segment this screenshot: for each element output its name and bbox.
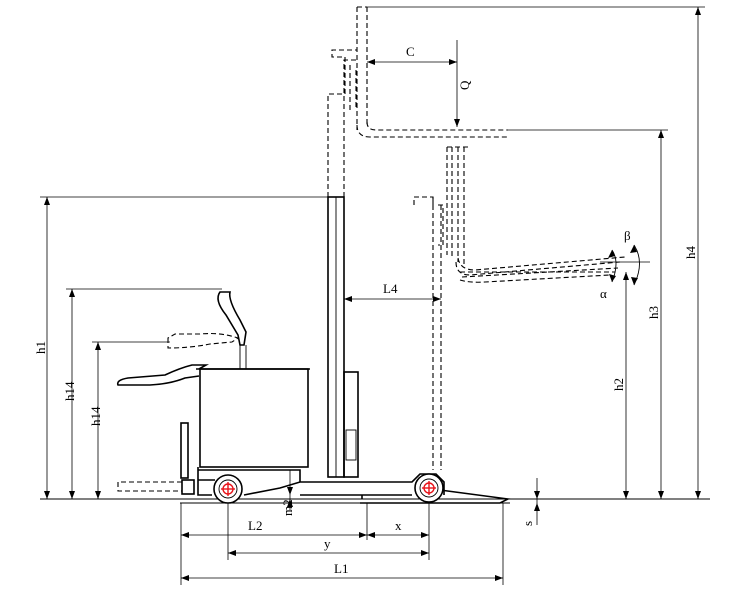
dimension-h2: h2 (611, 272, 629, 499)
mast-middle (413, 146, 468, 470)
L2-label: L2 (248, 518, 262, 533)
mast-raised (327, 6, 508, 197)
s-label: s (520, 521, 535, 526)
h2-label: h2 (611, 378, 626, 391)
dimension-m2: m2 (280, 470, 295, 516)
C-label: C (406, 44, 415, 59)
dimension-s: s (520, 478, 540, 526)
mast-lowered (327, 196, 359, 478)
dimension-L1: L1 (181, 561, 503, 581)
Q-label: Q (457, 80, 472, 90)
beta-label: β (624, 228, 631, 243)
dimension-L2: L2 (181, 518, 367, 538)
alpha-label: α (600, 286, 607, 301)
dimension-h3: h3 (508, 129, 668, 499)
dimension-Q: Q (454, 40, 472, 127)
dimension-h14-inner: h14 (88, 341, 170, 499)
dimension-L4: L4 (344, 281, 441, 302)
m2-label: m2 (280, 499, 295, 516)
h14-outer-label: h14 (62, 381, 77, 401)
x-label: x (395, 518, 402, 533)
truck-body (117, 368, 511, 504)
tilt-angle-markers: β α (600, 228, 650, 301)
dimension-C: C (367, 44, 457, 65)
dimension-y: y (228, 536, 429, 556)
h1-label: h1 (33, 341, 48, 354)
rear-wheel (213, 474, 243, 504)
h4-label: h4 (683, 246, 698, 260)
h14-inner-label: h14 (88, 406, 103, 426)
front-wheel (414, 473, 444, 503)
L1-label: L1 (334, 561, 348, 576)
forks-tilted (455, 256, 626, 283)
dimension-extension-lines (180, 503, 504, 585)
h3-label: h3 (646, 306, 661, 319)
dimension-h1: h1 (33, 196, 328, 499)
dimension-h4: h4 (367, 6, 705, 499)
dimension-h14-outer: h14 (62, 288, 222, 499)
y-label: y (324, 536, 331, 551)
L4-label: L4 (383, 281, 398, 296)
tiller-handle (116, 291, 247, 386)
dimension-x: x (367, 518, 429, 538)
